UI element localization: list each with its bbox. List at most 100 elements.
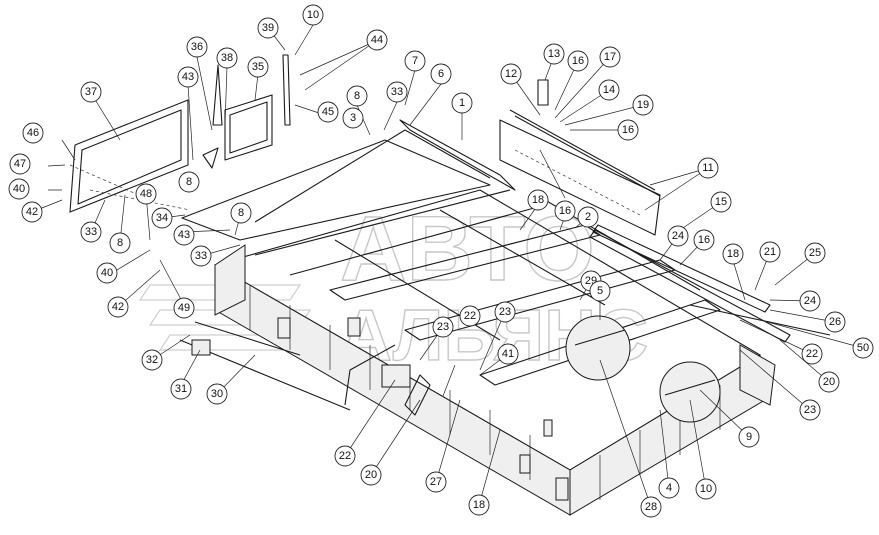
callout-18-a: 18 (527, 189, 549, 211)
callout-16-b: 16 (617, 119, 639, 141)
svg-text:39: 39 (262, 22, 274, 34)
callout-46: 46 (22, 122, 44, 144)
svg-text:18: 18 (727, 248, 739, 260)
svg-text:10: 10 (700, 483, 712, 495)
svg-text:23: 23 (437, 321, 449, 333)
callout-8-b: 8 (178, 171, 200, 193)
callout-28: 28 (640, 496, 662, 518)
callout-27: 27 (425, 471, 447, 493)
callout-15: 15 (710, 191, 732, 213)
svg-text:8: 8 (117, 237, 123, 249)
callout-20-b: 20 (360, 464, 382, 486)
svg-text:27: 27 (430, 476, 442, 488)
svg-text:45: 45 (322, 106, 334, 118)
callout-33-c: 33 (386, 81, 408, 103)
callout-16-a: 16 (567, 50, 589, 72)
svg-text:32: 32 (146, 354, 158, 366)
svg-text:17: 17 (604, 51, 616, 63)
callout-31: 31 (170, 378, 192, 400)
callout-16-c: 16 (554, 200, 576, 222)
callout-35: 35 (247, 56, 269, 78)
svg-text:3: 3 (350, 112, 356, 124)
callout-6: 6 (430, 63, 452, 85)
callout-45: 45 (317, 101, 339, 123)
svg-text:6: 6 (438, 68, 444, 80)
callout-20-a: 20 (818, 371, 840, 393)
top-panels (181, 109, 771, 313)
callout-22-b: 22 (459, 305, 481, 327)
callout-10-b: 10 (695, 478, 717, 500)
callout-33-a: 33 (80, 221, 102, 243)
svg-text:2: 2 (585, 211, 591, 223)
callout-48: 48 (135, 183, 157, 205)
svg-text:16: 16 (572, 55, 584, 67)
svg-text:42: 42 (26, 206, 38, 218)
svg-text:4: 4 (666, 482, 672, 494)
svg-text:46: 46 (27, 127, 39, 139)
callout-33-b: 33 (190, 245, 212, 267)
callout-42-a: 42 (21, 201, 43, 223)
svg-text:12: 12 (505, 68, 517, 80)
svg-text:40: 40 (13, 183, 25, 195)
svg-text:5: 5 (597, 285, 603, 297)
callout-8-a: 8 (109, 232, 131, 254)
callout-7: 7 (404, 50, 426, 72)
callout-5: 5 (589, 280, 611, 302)
callout-8-d: 8 (346, 85, 368, 107)
callout-34: 34 (151, 207, 173, 229)
callout-36: 36 (186, 36, 208, 58)
svg-text:41: 41 (502, 348, 514, 360)
callout-37: 37 (80, 81, 102, 103)
svg-text:22: 22 (339, 450, 351, 462)
callout-14: 14 (598, 79, 620, 101)
callout-3: 3 (342, 107, 364, 129)
svg-text:40: 40 (101, 267, 113, 279)
callout-43-a: 43 (177, 66, 199, 88)
svg-text:8: 8 (186, 176, 192, 188)
svg-text:49: 49 (178, 302, 190, 314)
window-frames (69, 54, 549, 213)
callout-19: 19 (632, 94, 654, 116)
callout-25: 25 (804, 242, 826, 264)
leader-lines (31, 24, 864, 508)
svg-text:24: 24 (672, 230, 684, 242)
callout-18-b: 18 (722, 243, 744, 265)
callout-1: 1 (451, 92, 473, 114)
svg-text:25: 25 (809, 247, 821, 259)
svg-text:33: 33 (85, 226, 97, 238)
svg-text:23: 23 (499, 306, 511, 318)
callout-44: 44 (366, 29, 388, 51)
svg-text:22: 22 (464, 310, 476, 322)
watermark-line-1: АВТО (340, 198, 595, 300)
svg-text:34: 34 (156, 212, 168, 224)
svg-text:1: 1 (459, 97, 465, 109)
callout-11: 11 (697, 157, 719, 179)
svg-text:26: 26 (829, 316, 841, 328)
callout-42-b: 42 (107, 296, 129, 318)
callout-24-a: 24 (667, 225, 689, 247)
svg-text:43: 43 (182, 71, 194, 83)
svg-text:18: 18 (473, 499, 485, 511)
svg-text:16: 16 (622, 124, 634, 136)
callout-38: 38 (216, 47, 238, 69)
svg-text:43: 43 (178, 229, 190, 241)
svg-text:19: 19 (637, 99, 649, 111)
svg-text:20: 20 (365, 469, 377, 481)
svg-text:42: 42 (112, 301, 124, 313)
callout-17: 17 (599, 46, 621, 68)
svg-text:18: 18 (532, 194, 544, 206)
callout-40-a: 40 (8, 178, 30, 200)
svg-text:7: 7 (412, 55, 418, 67)
callout-26: 26 (824, 311, 846, 333)
svg-text:47: 47 (14, 158, 26, 170)
svg-text:14: 14 (603, 84, 615, 96)
callout-13: 13 (543, 43, 565, 65)
callout-12: 12 (500, 63, 522, 85)
callout-30: 30 (206, 383, 228, 405)
callout-22-a: 22 (801, 343, 823, 365)
callout-18-c: 18 (468, 494, 490, 516)
callout-24-b: 24 (799, 290, 821, 312)
callout-10-a: 10 (302, 4, 324, 26)
callout-43-b: 43 (173, 224, 195, 246)
